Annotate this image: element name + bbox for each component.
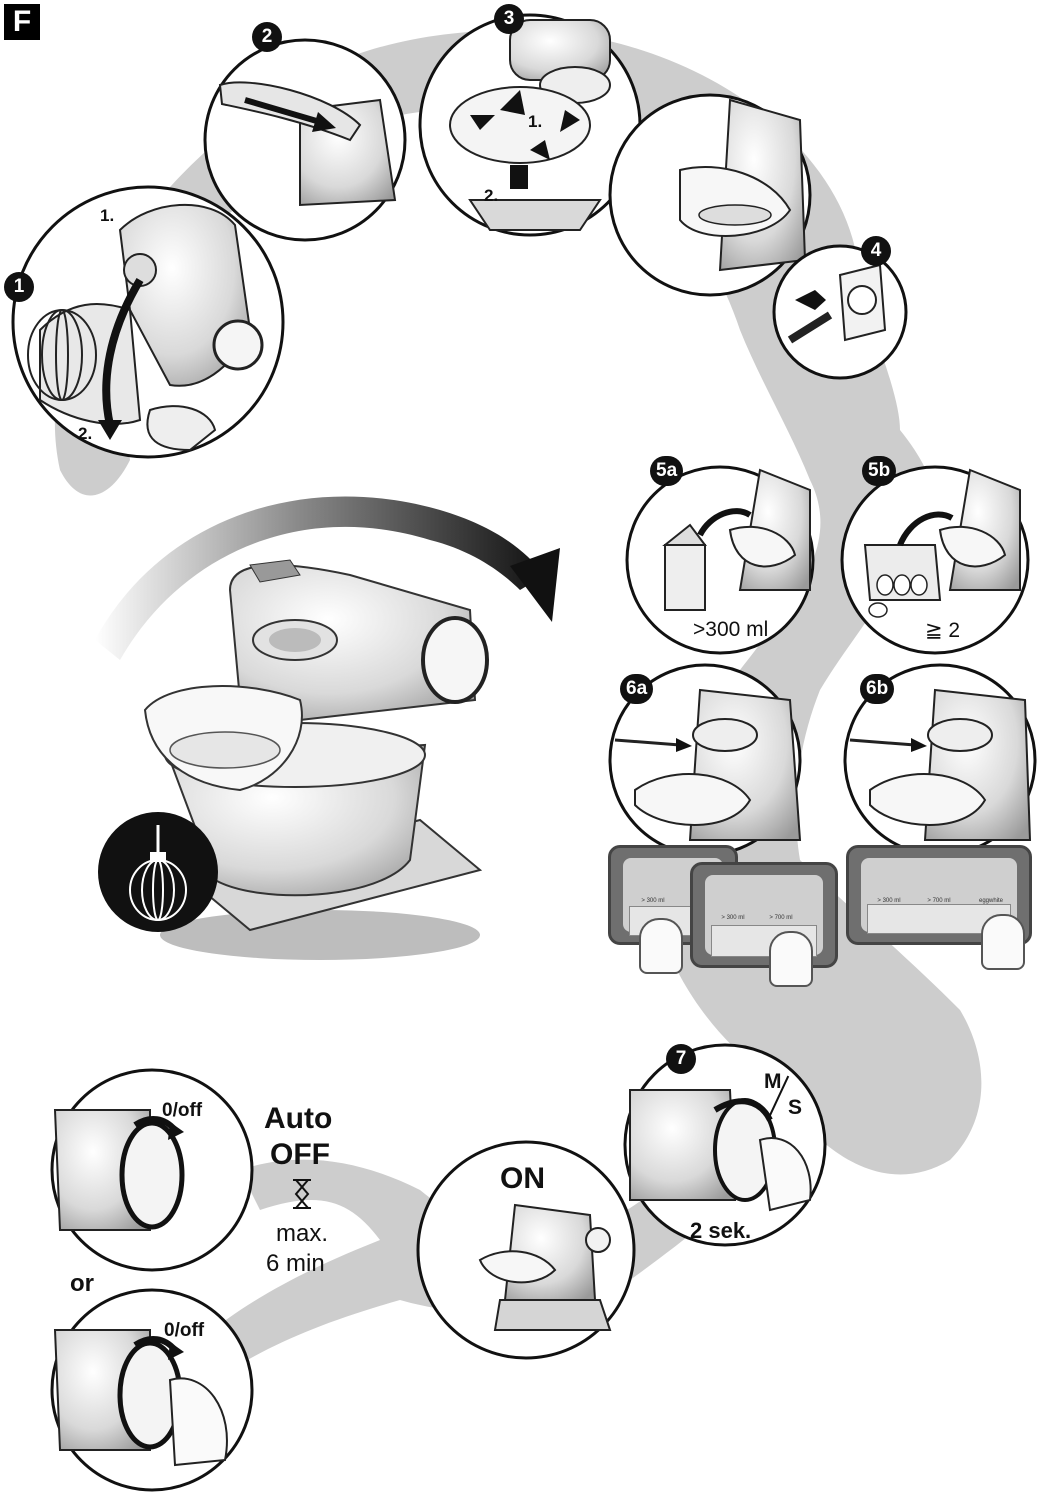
on-label: ON xyxy=(500,1162,545,1196)
finger-icon xyxy=(639,918,683,974)
knob-label-1: 0/off xyxy=(162,1100,202,1122)
step-3b-circle xyxy=(610,95,810,295)
step-badge-6a: 6a xyxy=(620,674,653,704)
step-badge-7: 7 xyxy=(666,1044,696,1074)
step-badge-4: 4 xyxy=(861,236,891,266)
step-5a-caption: >300 ml xyxy=(693,618,768,642)
off-knob-circle-1 xyxy=(52,1070,252,1270)
step-badge-5a: 5a xyxy=(650,456,683,486)
finger-icon xyxy=(981,914,1025,970)
step-badge-2: 2 xyxy=(252,22,282,52)
or-label: or xyxy=(70,1270,94,1298)
step-3-sub-2: 2. xyxy=(484,186,498,206)
off-knob-circle-2 xyxy=(52,1290,252,1490)
auto-off-line-2: OFF xyxy=(270,1138,330,1172)
display-panel-6a-right: > 300 ml > 700 ml xyxy=(690,862,838,968)
step-1-circle xyxy=(13,187,283,457)
section-label: F xyxy=(4,4,40,40)
mode-m-label: M xyxy=(764,1070,782,1094)
step-2-circle xyxy=(205,40,405,240)
mode-label: > 300 ml xyxy=(713,915,753,921)
display-panel-6b: > 300 ml > 700 ml eggwhite xyxy=(846,845,1032,945)
max-line-2: 6 min xyxy=(266,1250,325,1278)
step-badge-1: 1 xyxy=(4,272,34,302)
auto-off-line-1: Auto xyxy=(264,1102,332,1136)
finger-icon xyxy=(769,931,813,987)
max-line-1: max. xyxy=(276,1220,328,1248)
step-4-circle xyxy=(774,246,906,378)
mode-label: > 700 ml xyxy=(761,915,801,921)
step-badge-6b: 6b xyxy=(860,674,894,704)
step-badge-5b: 5b xyxy=(862,456,896,486)
step-1-sub-2: 2. xyxy=(78,424,92,444)
step-7-circle xyxy=(625,1045,825,1245)
hold-duration-label: 2 sek. xyxy=(690,1218,751,1244)
step-3-sub-1: 1. xyxy=(528,112,542,132)
step-1-sub-1: 1. xyxy=(100,206,114,226)
whisk-icon xyxy=(98,812,218,932)
mode-s-label: S xyxy=(788,1096,802,1120)
step-5b-caption: ≧ 2 xyxy=(925,618,960,643)
knob-label-2: 0/off xyxy=(164,1320,204,1342)
step-badge-3: 3 xyxy=(494,4,524,34)
mode-label: > 300 ml xyxy=(633,898,673,904)
